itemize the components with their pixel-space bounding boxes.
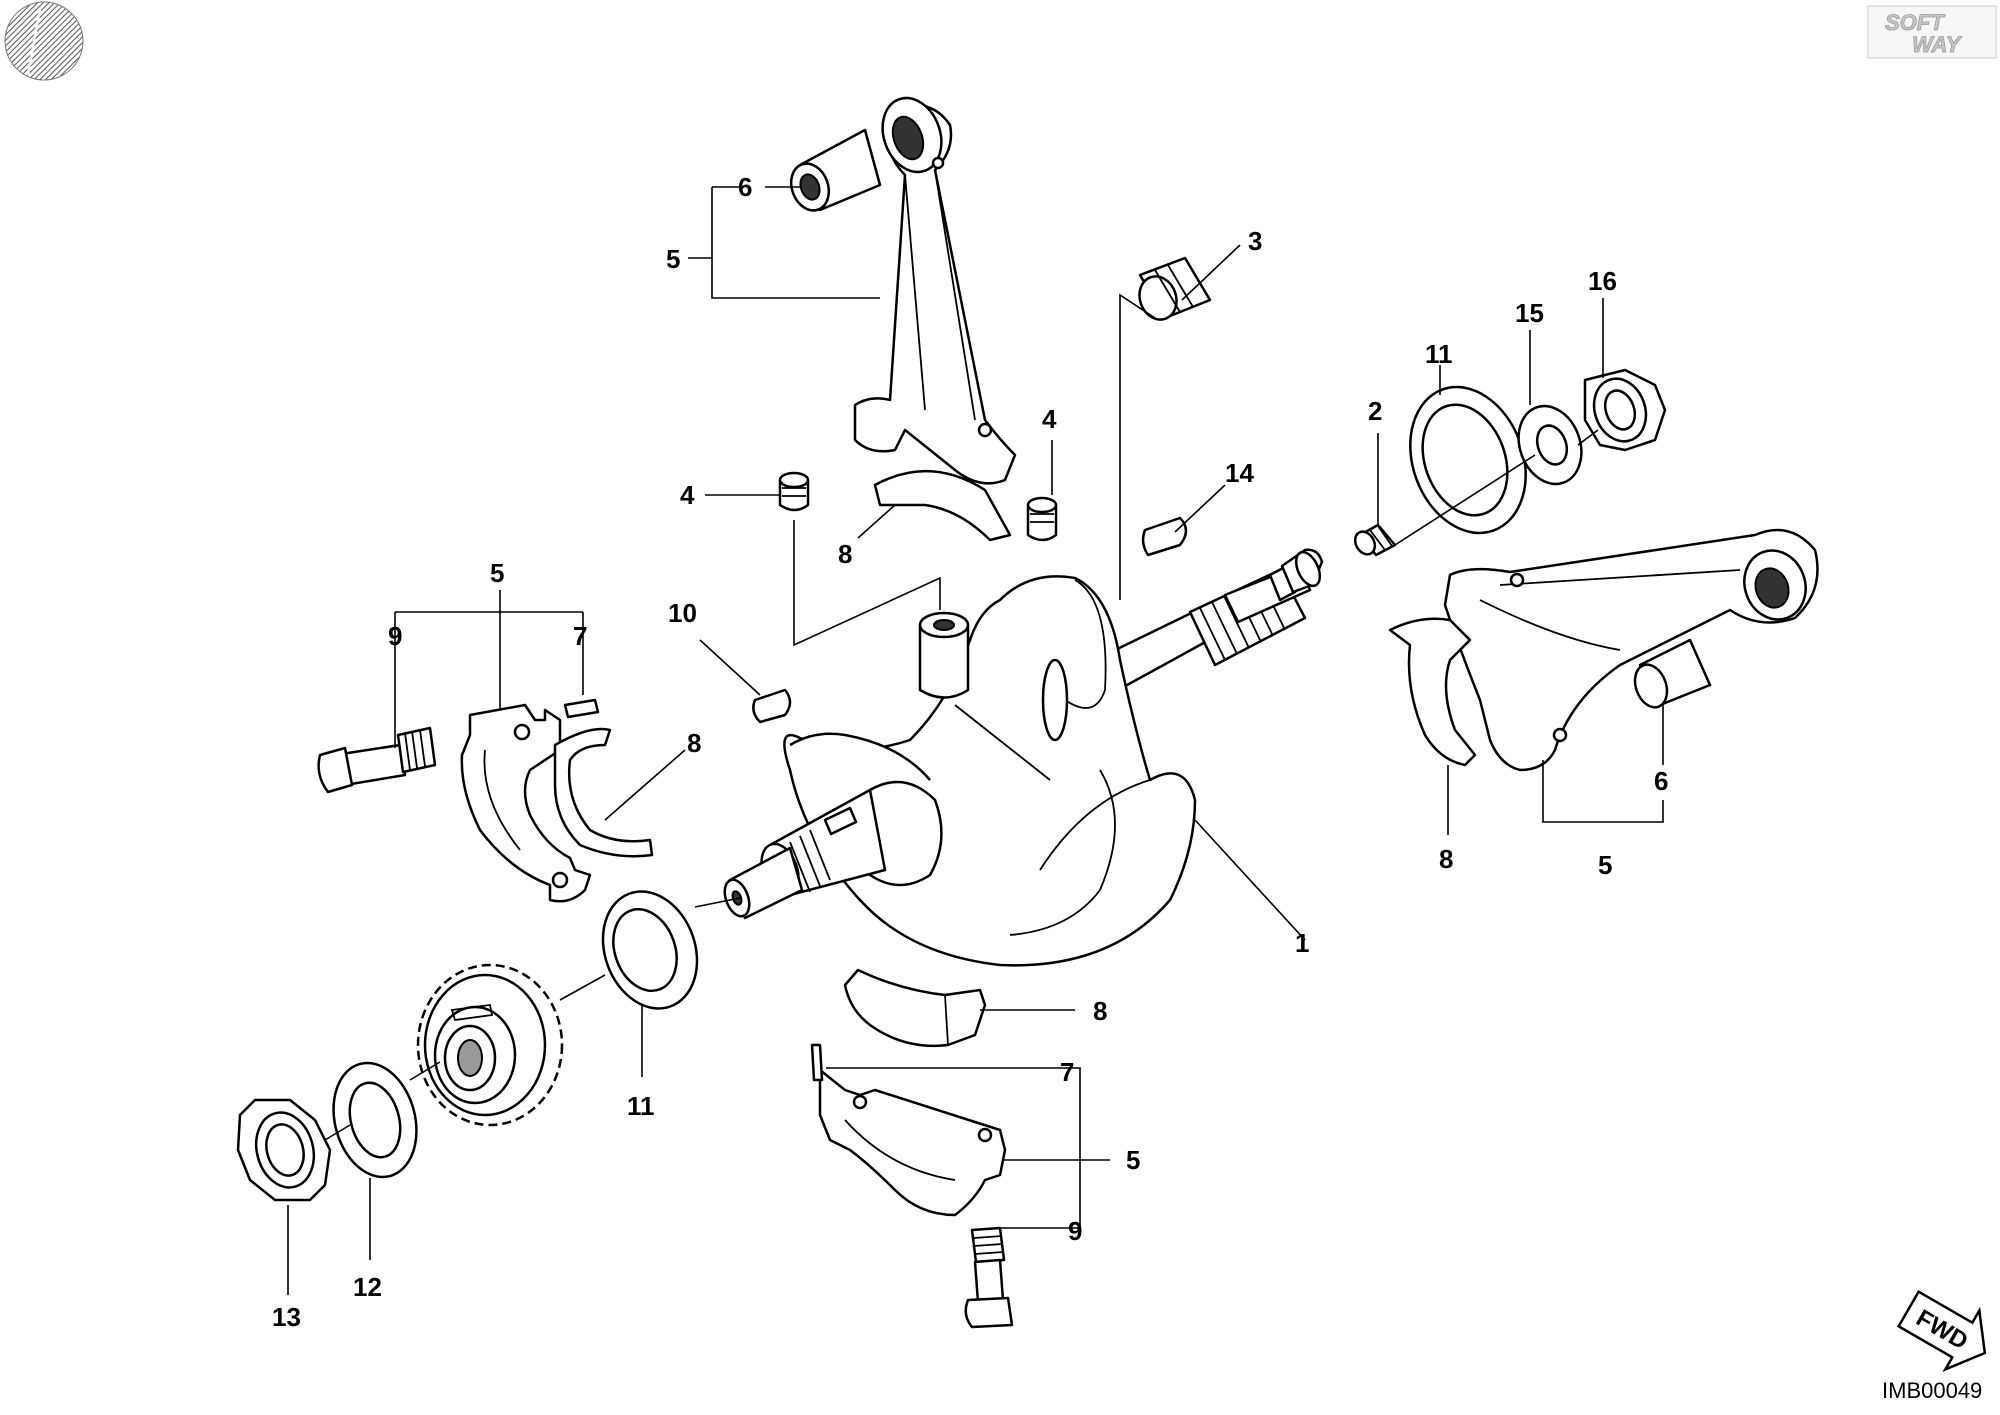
callout-5-bottom: 5 — [1126, 1145, 1140, 1175]
part-key-14 — [1141, 516, 1188, 557]
callout-6-top: 6 — [738, 172, 752, 202]
callout-8-bottom: 8 — [1093, 996, 1107, 1026]
corner-disc-icon — [4, 1, 84, 81]
part-washer-right — [1409, 385, 1527, 535]
callout-4-right: 4 — [1042, 404, 1057, 434]
part-rod-cap-lower — [810, 1043, 1014, 1329]
callout-3: 3 — [1248, 226, 1262, 256]
callout-labels: 1 2 3 4 4 5 5 5 5 6 6 7 7 8 8 8 8 9 9 10… — [272, 172, 1668, 1332]
callout-8-right: 8 — [1439, 844, 1453, 874]
callout-7-left: 7 — [573, 621, 587, 651]
part-crankshaft — [723, 548, 1324, 967]
callout-7-bottom: 7 — [1060, 1057, 1074, 1087]
callout-9-bottom: 9 — [1068, 1216, 1082, 1246]
callout-5-right: 5 — [1598, 850, 1612, 880]
part-set-screw-2 — [1353, 523, 1397, 557]
callout-9-left: 9 — [388, 621, 402, 651]
callout-10: 10 — [668, 598, 697, 628]
callout-15: 15 — [1515, 298, 1544, 328]
callout-6-right: 6 — [1654, 766, 1668, 796]
callout-8-left: 8 — [687, 728, 701, 758]
callout-16: 16 — [1588, 266, 1617, 296]
nut-right — [1026, 496, 1058, 542]
part-nut-13 — [236, 1098, 332, 1202]
logo-line-soft: SOFT — [1885, 10, 1945, 35]
callout-11-left: 11 — [627, 1091, 655, 1121]
part-bearing-shell-lower — [843, 968, 987, 1048]
callout-5-top: 5 — [666, 244, 680, 274]
callout-13: 13 — [272, 1302, 301, 1332]
nut-left — [778, 471, 810, 512]
callout-5-left: 5 — [490, 558, 504, 588]
logo-line-way: WAY — [1912, 32, 1963, 57]
callout-14: 14 — [1225, 458, 1254, 488]
callout-1: 1 — [1295, 928, 1309, 958]
part-nut-16 — [1583, 368, 1667, 452]
part-washer-12 — [332, 1061, 418, 1179]
part-washer-left — [601, 890, 699, 1010]
callout-8-top: 8 — [838, 539, 852, 569]
callout-11-right: 11 — [1425, 339, 1453, 369]
forward-arrow-icon: FWD — [1896, 1289, 1987, 1373]
part-washer-15 — [1517, 404, 1583, 486]
part-plug — [1138, 256, 1212, 321]
part-key-10 — [752, 688, 792, 724]
softway-logo: SOFT WAY — [1867, 5, 1997, 59]
callout-12: 12 — [353, 1272, 382, 1302]
part-conrod-upper — [778, 96, 1058, 542]
leader-lines — [287, 186, 1664, 1295]
part-rod-cap-left — [317, 698, 654, 903]
part-gear — [416, 963, 564, 1127]
callout-2: 2 — [1368, 396, 1382, 426]
callout-4-left: 4 — [680, 480, 695, 510]
part-conrod-right — [1388, 528, 1819, 772]
image-code: IMB00049 — [1882, 1378, 1982, 1403]
